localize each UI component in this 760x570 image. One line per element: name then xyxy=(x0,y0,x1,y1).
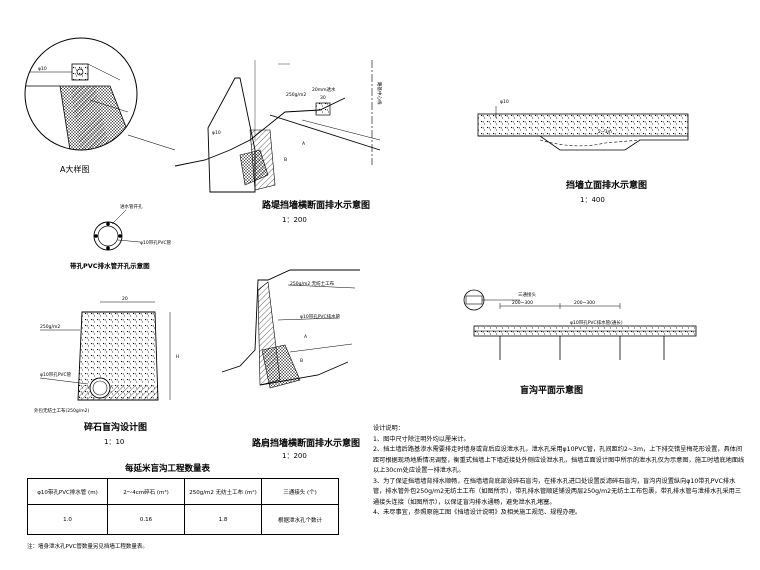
qty-table: φ10带孔PVC排水管 (m) 2～4cm碎石 (m³) 250g/m2 无纺土… xyxy=(27,478,339,535)
gravel-ditch-scale: 1：10 xyxy=(104,438,124,446)
pipe-label: φ10带孔PVC管 xyxy=(140,239,172,246)
detail-a-figure xyxy=(24,37,176,151)
cs1-side-text: 路基中心线 xyxy=(376,82,383,105)
qty-header-geotextile: 250g/m2 无纺土工布 (m²) xyxy=(184,478,262,505)
notes-item-3: 3、为了保证挡墙墙背排水顺畅，在挡墙墙背底部设碎石盲沟，在排水孔进口处设置反滤碎… xyxy=(373,477,742,506)
cs2-scale: 1：200 xyxy=(282,452,307,460)
qty-header-joint: 三通接头 (个) xyxy=(261,478,339,505)
plan-joint-label: 三通接头 xyxy=(518,291,536,298)
ditch-h: H xyxy=(176,354,179,360)
elevation-title: 挡墙立面排水示意图 xyxy=(566,179,647,191)
cross-section-1-figure xyxy=(174,60,381,193)
notes-item-2: 2、挡土墙后路基渗水需要排走时墙身或背后应设泄水孔，泄水孔采用φ10PVC管，孔… xyxy=(373,446,745,474)
qty-cell-pipe: 1.0 xyxy=(27,504,108,535)
cs1-pos-a: A xyxy=(302,141,306,147)
notes-item-1: 1、图中尺寸除注明外均以厘米计。 xyxy=(373,435,470,443)
qty-table-title: 每延米盲沟工程数量表 xyxy=(125,464,211,474)
elev-dim: 2~3m xyxy=(598,129,612,135)
qty-header-gravel: 2～4cm碎石 (m³) xyxy=(107,478,185,505)
cs1-title: 路堤挡墙横断面排水示意图 xyxy=(262,199,370,211)
pipe-section-figure xyxy=(93,209,141,251)
elevation-figure xyxy=(477,106,689,151)
detail-a-phi10: φ10 xyxy=(38,66,47,72)
cs2-title: 路肩挡墙横断面排水示意图 xyxy=(252,437,360,449)
cs1-pos-b: B xyxy=(284,157,287,163)
ditch-pipe-label: φ10带孔PVC管 xyxy=(40,371,72,378)
qty-cell-geotextile: 1.8 xyxy=(184,504,262,535)
cs1-scale: 1：200 xyxy=(282,216,307,224)
ditch-bottom-note: 外包无纺土工布(250g/m2) xyxy=(34,407,89,414)
detail-a-title: A大样图 xyxy=(60,164,89,174)
elev-phi10: φ10 xyxy=(500,99,509,105)
notes-item-4: 4、未尽事宜，参照原施工图《挡墙设计说明》及相关施工规范、规程办理。 xyxy=(373,509,582,516)
pipe-hole-label: 进水管开孔 xyxy=(120,203,143,210)
qty-cell-gravel: 0.16 xyxy=(107,504,185,535)
cs2-pipe: φ10带孔PVC排水管 xyxy=(300,313,341,320)
plan-figure xyxy=(463,289,697,360)
gravel-ditch-title: 碎石盲沟设计图 xyxy=(84,421,147,433)
plan-pipe-label: φ10带孔PVC排水管(通长) xyxy=(570,319,623,326)
design-notes: 设计说明： 1、图中尺寸除注明外均以厘米计。 2、挡土墙后路基渗水需要排走时墙身… xyxy=(373,424,745,519)
pipe-section-title: 带孔PVC排水管开孔示意图 xyxy=(70,261,150,270)
cs2-pos-b: B xyxy=(300,358,303,364)
notes-heading: 设计说明： xyxy=(373,425,404,432)
qty-cell-joint: 根据泄水孔个数计 xyxy=(261,504,339,535)
cross-section-2-figure xyxy=(221,269,360,389)
qty-table-note: 注：墙身泄水孔PVC管数量另见挡墙工程数量表。 xyxy=(27,544,148,550)
cs1-phi10: φ10 xyxy=(212,130,221,136)
cs1-dim-20mm: 20mm透水 xyxy=(312,86,336,93)
cs1-geotextile: 250g/m2 xyxy=(286,92,306,98)
plan-title: 盲沟平面示意图 xyxy=(520,384,583,396)
cs2-pos-a: A xyxy=(304,334,308,340)
cs1-dim-30: 30 xyxy=(320,95,326,101)
gravel-ditch-figure xyxy=(39,301,171,401)
ditch-dim-20: 20 xyxy=(122,296,128,302)
qty-header-pipe: φ10带孔PVC排水管 (m) xyxy=(27,478,108,505)
plan-dim-a: 200~300 xyxy=(512,300,533,306)
ditch-geotextile: 250g/m2 xyxy=(40,324,60,330)
cs2-geotextile: 250g/m2 无纺土工布 xyxy=(290,280,335,287)
elevation-scale: 1：400 xyxy=(580,196,605,204)
plan-dim-b: 200~300 xyxy=(574,300,595,306)
